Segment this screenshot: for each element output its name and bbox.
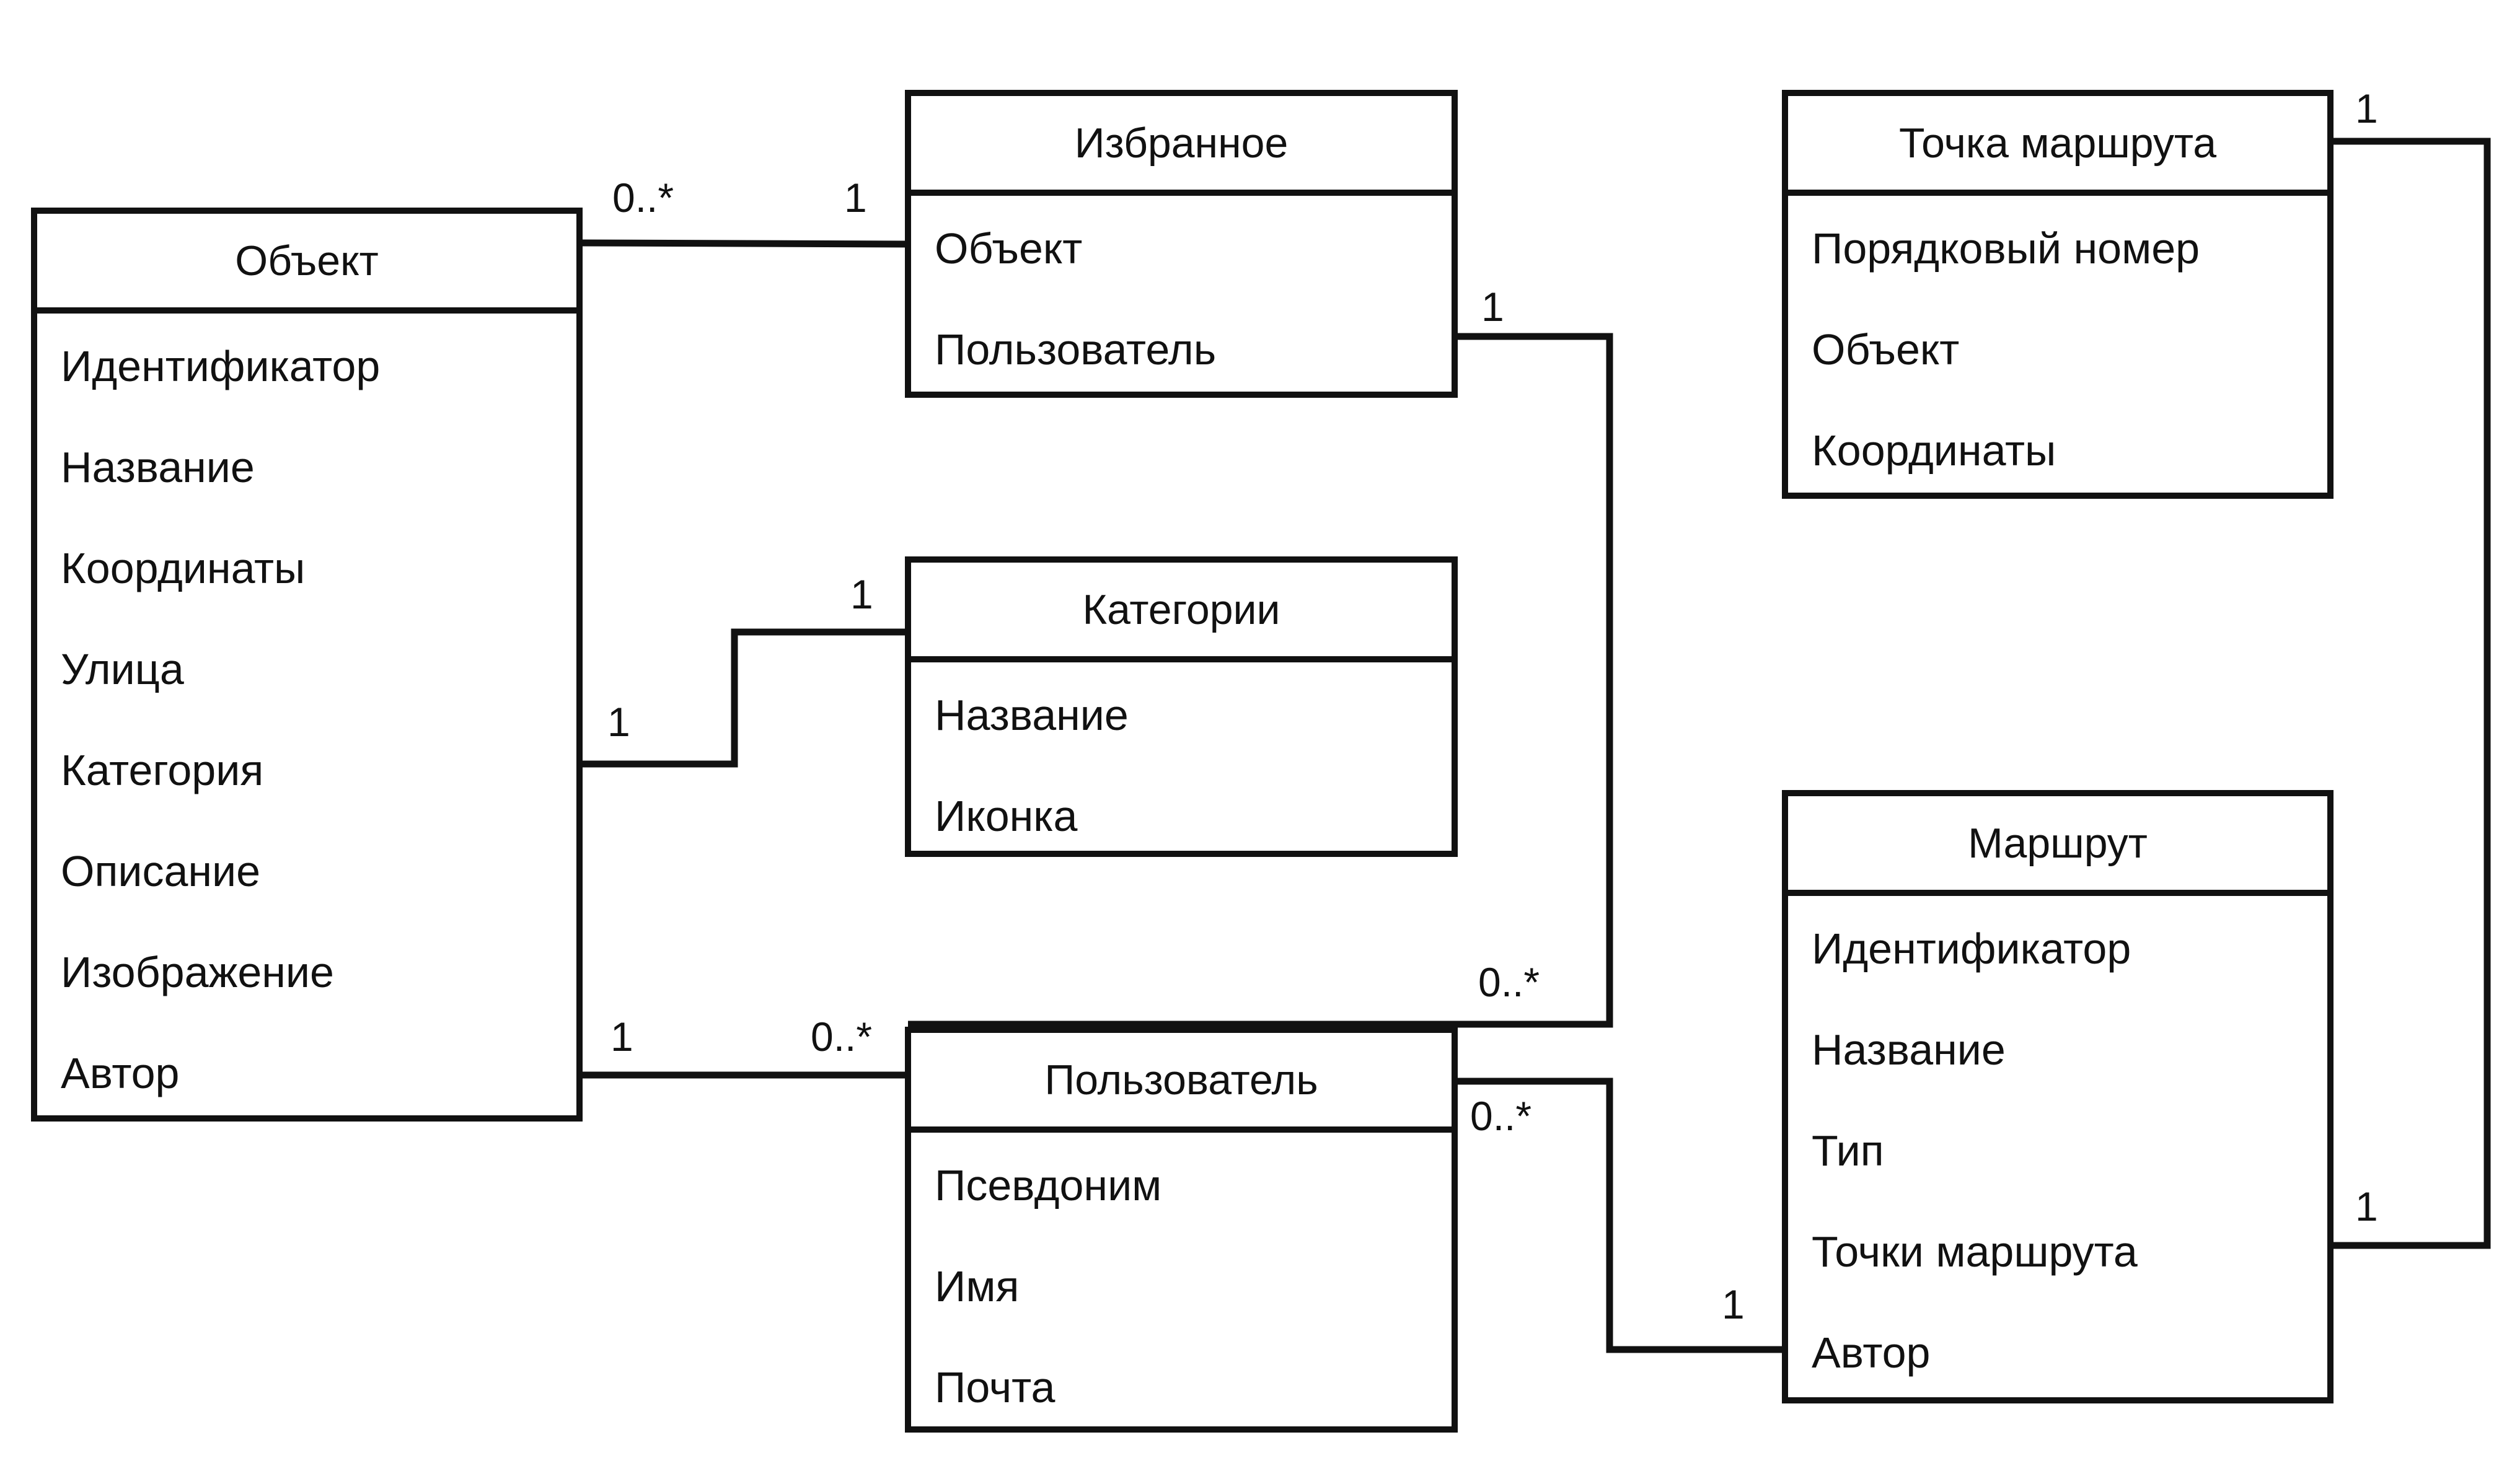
entity-category-attr-icon: Иконка <box>935 792 1078 840</box>
entity-object-attr-image: Изображение <box>61 948 334 996</box>
entity-waypoint: Точка маршрута Порядковый номер Объект К… <box>1782 90 2334 499</box>
entity-object-title: Объект <box>37 214 576 314</box>
entity-waypoint-attr-order-number: Порядковый номер <box>1812 224 2200 273</box>
multiplicity-user-route-route-end: 1 <box>1722 1281 1745 1327</box>
multiplicity-favorite-user-favorite-end: 1 <box>1481 284 1504 330</box>
entity-waypoint-attr-coordinates: Координаты <box>1812 426 2056 475</box>
multiplicity-waypoint-route-waypoint-end: 1 <box>2355 86 2378 131</box>
entity-user-title: Пользователь <box>911 1033 1452 1133</box>
multiplicity-object-user-user-end: 0..* <box>811 1014 873 1060</box>
entity-route-attr-name: Название <box>1812 1025 2006 1074</box>
entity-object-attr-category: Категория <box>61 746 264 794</box>
entity-favorite-attr-object: Объект <box>935 224 1083 273</box>
entity-user: Пользователь Псевдоним Имя Почта <box>905 1027 1458 1433</box>
relation-favorite-user-line <box>908 333 1613 1028</box>
multiplicity-favorite-user-user-end: 0..* <box>1478 959 1540 1005</box>
entity-object-attr-id: Идентификатор <box>61 342 381 390</box>
multiplicity-object-favorite-favorite-end: 1 <box>844 175 867 221</box>
relation-object-favorite-line <box>579 239 909 248</box>
entity-route-attr-waypoints: Точки маршрута <box>1812 1227 2138 1276</box>
relation-object-category-line <box>580 628 908 768</box>
entity-route-attr-id: Идентификатор <box>1812 924 2131 973</box>
entity-user-attr-first-name: Имя <box>935 1262 1020 1311</box>
multiplicity-waypoint-route-route-end: 1 <box>2355 1183 2378 1229</box>
entity-object-attr-street: Улица <box>61 645 184 693</box>
entity-category: Категории Название Иконка <box>905 556 1458 857</box>
entity-category-attr-name: Название <box>935 691 1129 739</box>
multiplicity-user-route-user-end: 0..* <box>1470 1093 1532 1139</box>
entity-favorite-title: Избранное <box>911 96 1452 196</box>
entity-object-attr-name: Название <box>61 443 255 491</box>
relation-user-route-line <box>1455 1078 1785 1353</box>
entity-category-title: Категории <box>911 563 1452 662</box>
multiplicity-object-category-category-end: 1 <box>850 571 873 617</box>
entity-route-attr-author: Автор <box>1812 1328 1931 1377</box>
relation-waypoint-route-line <box>2330 138 2491 1249</box>
entity-object: Объект Идентификатор Название Координаты… <box>31 208 583 1122</box>
entity-user-attr-nickname: Псевдоним <box>935 1161 1162 1210</box>
entity-object-attr-description: Описание <box>61 847 261 895</box>
entity-object-attr-coordinates: Координаты <box>61 544 306 592</box>
entity-user-attr-email: Почта <box>935 1363 1055 1412</box>
entity-favorite-attr-user: Пользователь <box>935 325 1217 374</box>
entity-waypoint-attr-object: Объект <box>1812 325 1960 374</box>
entity-object-attr-author: Автор <box>61 1049 180 1097</box>
multiplicity-object-favorite-object-end: 0..* <box>612 175 674 221</box>
entity-route-title: Маршрут <box>1788 796 2327 896</box>
entity-route-attr-type: Тип <box>1812 1126 1884 1175</box>
entity-favorite: Избранное Объект Пользователь <box>905 90 1458 398</box>
entity-route: Маршрут Идентификатор Название Тип Точки… <box>1782 790 2334 1403</box>
multiplicity-object-user-object-end: 1 <box>610 1014 633 1060</box>
multiplicity-object-category-object-end: 1 <box>607 699 630 745</box>
entity-waypoint-title: Точка маршрута <box>1788 96 2327 196</box>
